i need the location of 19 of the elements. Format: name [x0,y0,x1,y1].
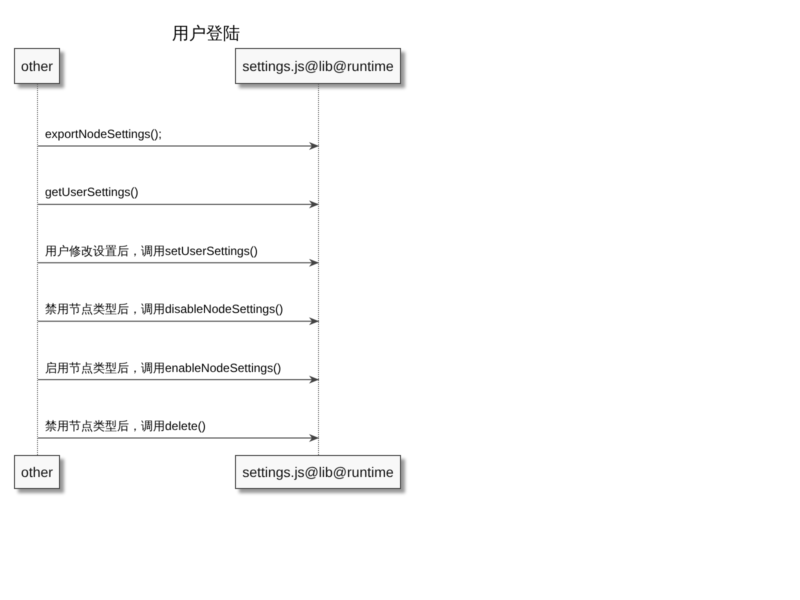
lifeline [318,84,320,455]
participant-box: other [14,455,60,489]
message-label: 启用节点类型后，调用enableNodeSettings() [44,360,282,375]
diagram-title: 用户登陆 [172,23,240,45]
message-label: 用户修改设置后，调用setUserSettings() [44,244,259,258]
message-label: 禁用节点类型后，调用delete() [44,419,207,433]
message-arrow [38,376,320,384]
message-arrow [38,142,320,150]
message-label: exportNodeSettings(); [44,127,163,141]
message-label: 禁用节点类型后，调用disableNodeSettings() [44,302,284,316]
message-arrow [38,434,320,442]
participant-box: settings.js@lib@runtime [235,48,401,84]
message-arrow [38,258,320,267]
message-arrow [38,317,320,326]
participant-box: other [14,48,60,84]
participant-box: settings.js@lib@runtime [235,455,401,489]
message-arrow [38,200,320,208]
message-label: getUserSettings() [44,185,140,200]
lifeline [37,84,39,455]
